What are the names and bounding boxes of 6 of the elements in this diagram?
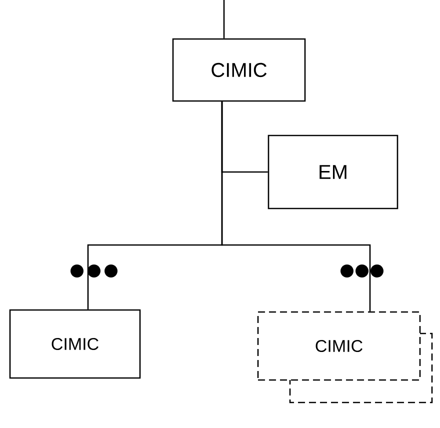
connector-line bbox=[223, 0, 225, 38]
org-box: CIMIC bbox=[172, 38, 306, 102]
org-box: CIMIC bbox=[9, 309, 141, 379]
connector-line bbox=[221, 102, 371, 312]
org-box: EM bbox=[268, 134, 398, 210]
stacked-box: CIMIC bbox=[257, 311, 433, 404]
